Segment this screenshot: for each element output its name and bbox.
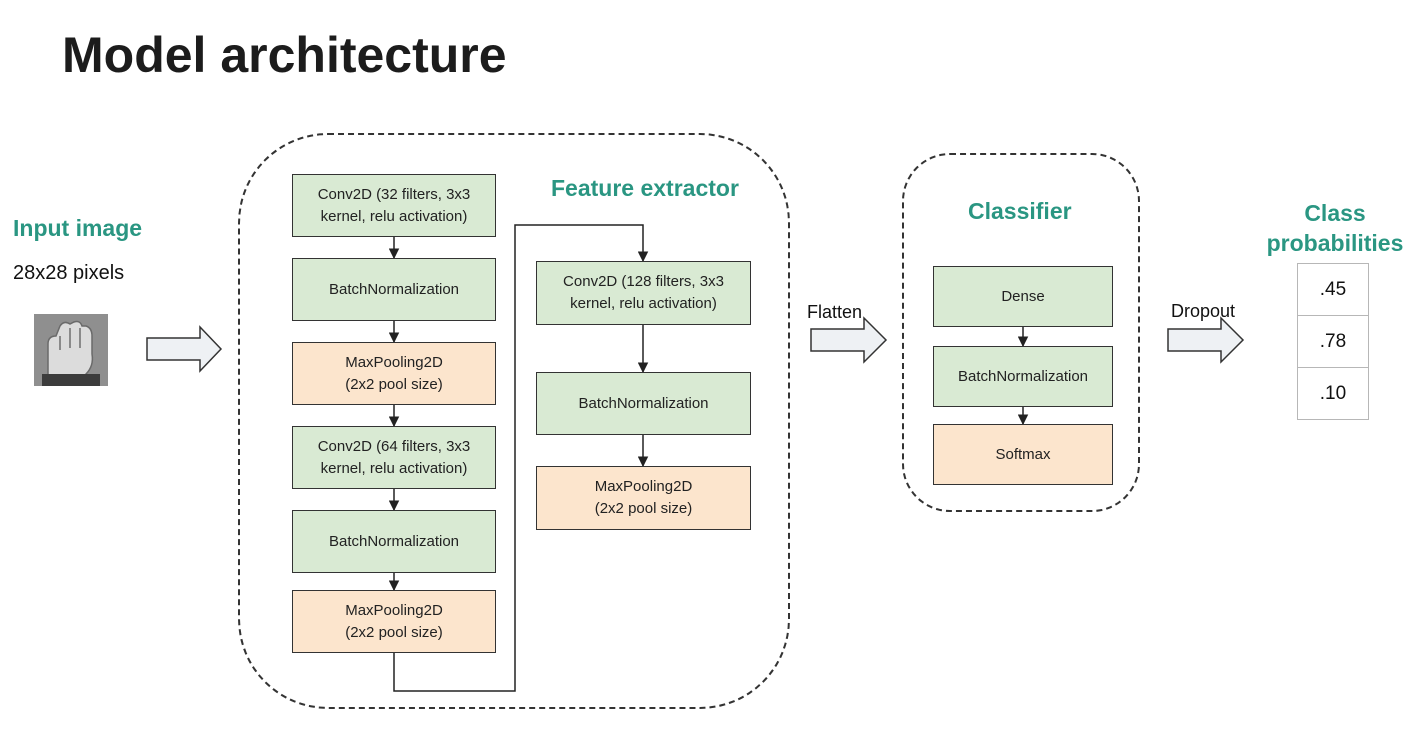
table-row: .78	[1297, 315, 1369, 368]
maxpooling-layer-3: MaxPooling2D (2x2 pool size)	[536, 466, 751, 530]
softmax-layer: Softmax	[933, 424, 1113, 485]
class-probabilities-heading: Class probabilities	[1266, 200, 1404, 256]
maxpooling-layer-1: MaxPooling2D (2x2 pool size)	[292, 342, 496, 405]
classifier-batchnorm-layer: BatchNormalization	[933, 346, 1113, 407]
probability-table: .45 .78 .10	[1297, 263, 1369, 420]
dropout-label: Dropout	[1171, 301, 1236, 321]
dense-layer: Dense	[933, 266, 1113, 327]
page-title: Model architecture	[62, 27, 507, 83]
table-row: .45	[1297, 263, 1369, 316]
batchnorm-layer-2: BatchNormalization	[292, 510, 496, 573]
flatten-label: Flatten	[807, 302, 863, 322]
block-arrow-icon	[1167, 316, 1245, 364]
block-arrow-icon	[810, 316, 888, 364]
batchnorm-layer-3: BatchNormalization	[536, 372, 751, 435]
feature-extractor-group	[238, 133, 790, 709]
classifier-heading: Classifier	[968, 198, 1072, 224]
feature-extractor-heading: Feature extractor	[551, 175, 739, 201]
input-image-heading: Input image	[13, 215, 143, 241]
hand-sign-image	[34, 314, 108, 386]
probability-value: .45	[1297, 263, 1369, 316]
probability-value: .78	[1297, 315, 1369, 368]
connector-arrow	[393, 224, 649, 692]
batchnorm-layer-1: BatchNormalization	[292, 258, 496, 321]
input-size-text: 28x28 pixels	[13, 262, 125, 284]
probability-value: .10	[1297, 367, 1369, 420]
conv2d-64-layer: Conv2D (64 filters, 3x3 kernel, relu act…	[292, 426, 496, 489]
block-arrow-icon	[146, 325, 223, 373]
maxpooling-layer-2: MaxPooling2D (2x2 pool size)	[292, 590, 496, 653]
conv2d-128-layer: Conv2D (128 filters, 3x3 kernel, relu ac…	[536, 261, 751, 325]
conv2d-32-layer: Conv2D (32 filters, 3x3 kernel, relu act…	[292, 174, 496, 237]
table-row: .10	[1297, 367, 1369, 420]
classifier-group	[902, 153, 1140, 512]
